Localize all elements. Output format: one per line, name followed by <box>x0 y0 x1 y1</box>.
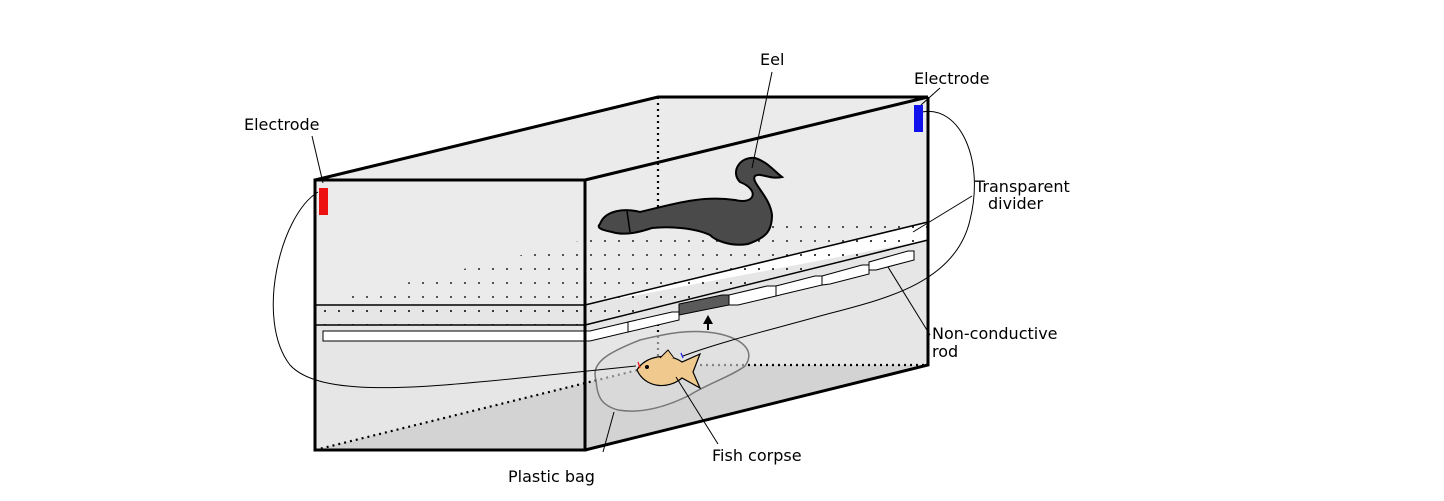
tank-outline <box>313 95 930 452</box>
electrode-left <box>319 188 328 215</box>
divider-front-edge <box>314 304 586 326</box>
rod <box>868 250 915 271</box>
rod <box>627 311 680 333</box>
fish-fin <box>659 349 675 359</box>
electrode-right <box>914 105 923 132</box>
leader-eel <box>751 71 773 169</box>
wire-contact-blue <box>680 352 684 359</box>
rod <box>821 264 870 286</box>
label-rod-line1: Non-conductive <box>932 324 1058 343</box>
fish-eye <box>645 365 649 369</box>
wire-right <box>682 110 975 357</box>
tank-front-face <box>313 178 587 452</box>
label-plastic-bag: Plastic bag <box>508 467 595 486</box>
arrow-up-icon <box>703 315 713 330</box>
label-electrode-right: Electrode <box>914 69 989 88</box>
leader-lines <box>311 71 973 453</box>
label-electrode-left: Electrode <box>244 115 319 134</box>
leader-plastic-bag <box>602 411 615 453</box>
leader-electrode-left <box>311 135 324 184</box>
wire-contact-red <box>637 361 641 369</box>
label-rod-line2: rod <box>932 342 958 361</box>
label-fish-corpse: Fish corpse <box>712 446 802 465</box>
non-conductive-rods <box>322 250 915 342</box>
leader-rod <box>887 266 931 336</box>
wire-left <box>272 191 637 389</box>
eel-body <box>597 156 785 246</box>
fish-corpse-illustration <box>636 349 702 390</box>
divider-top-surface <box>315 222 928 305</box>
label-eel: Eel <box>760 50 784 69</box>
leader-electrode-right <box>920 87 941 106</box>
tank-right-edges <box>584 97 930 452</box>
label-divider-line2: divider <box>988 194 1044 213</box>
leader-divider <box>912 195 973 233</box>
leader-fish <box>675 376 719 445</box>
label-divider-line1: Transparent <box>974 177 1070 196</box>
tank-top-edges <box>314 95 929 182</box>
fish-body <box>636 352 702 390</box>
eel-gill-line <box>626 210 631 233</box>
